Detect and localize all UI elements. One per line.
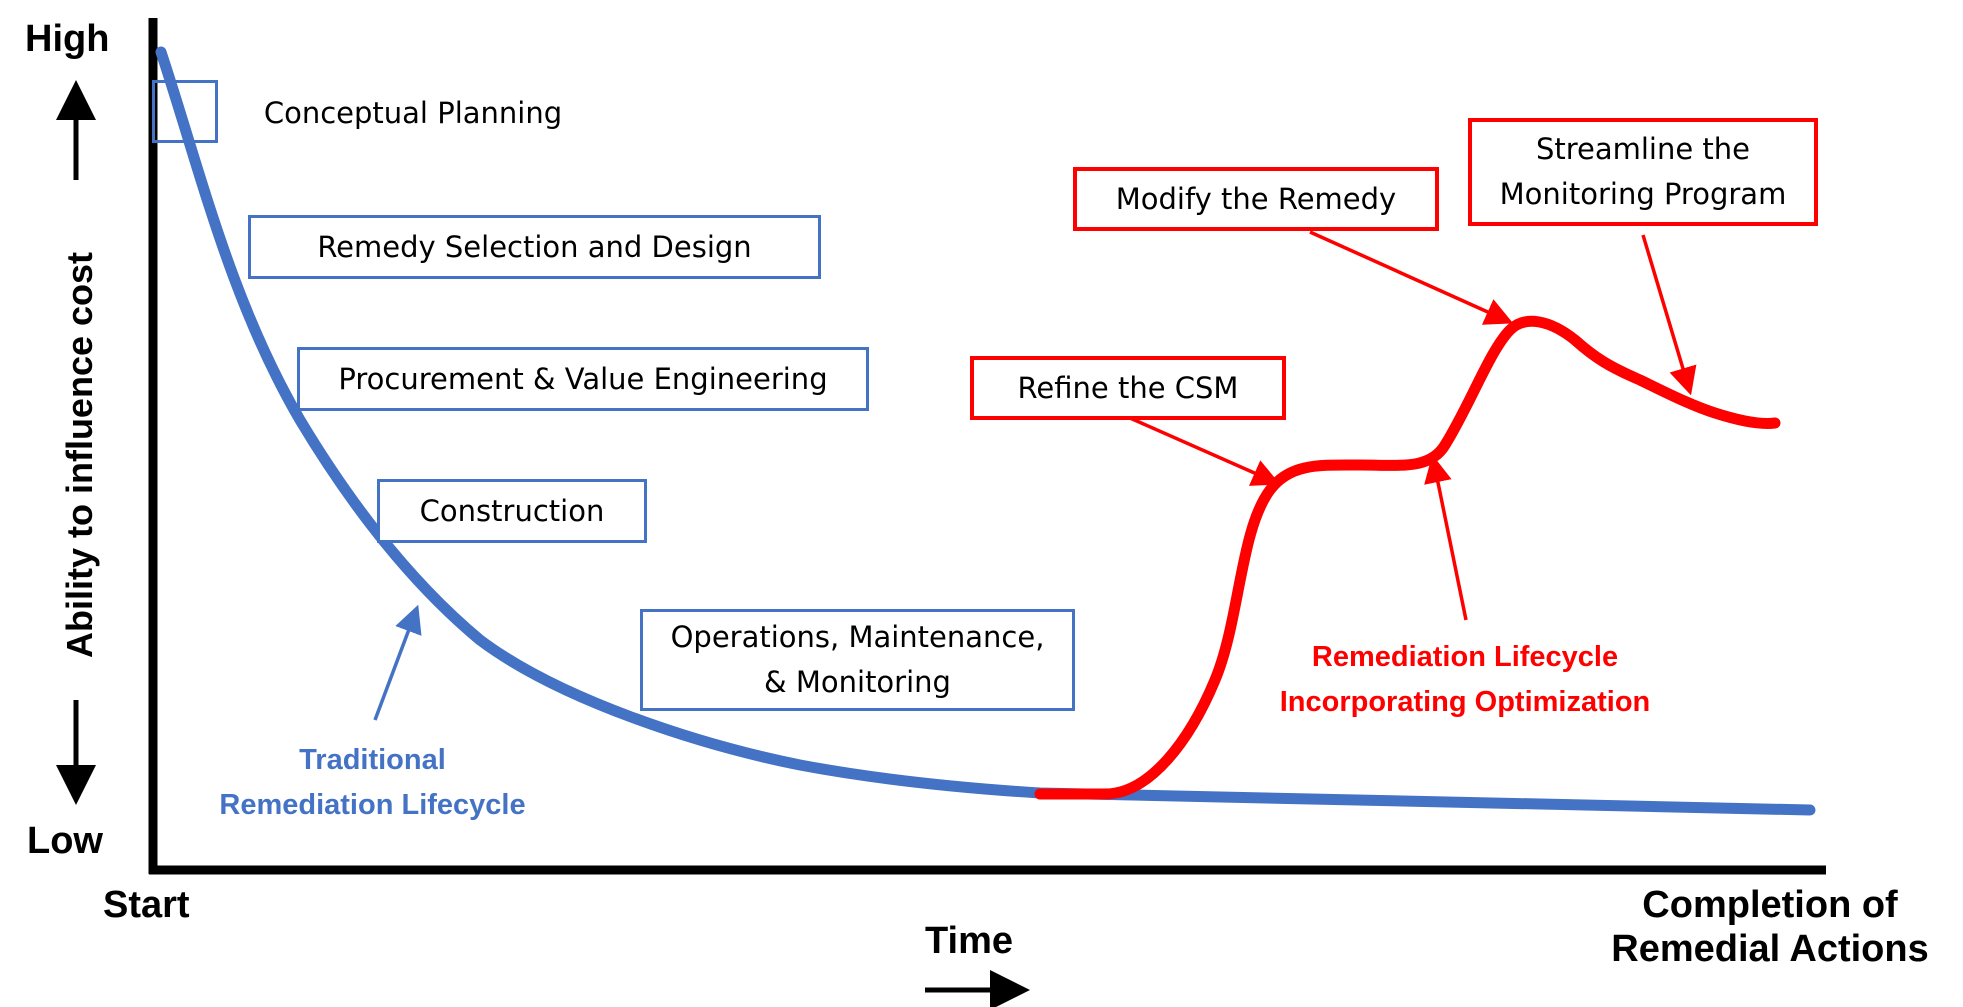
phase-remedy-selection: Remedy Selection and Design [248, 215, 821, 279]
step-refine-csm: Refine the CSM [970, 356, 1286, 420]
refine-csm-arrow [1129, 416, 1281, 486]
traditional-label-line2: Remediation Lifecycle [219, 788, 526, 821]
phase-operations-line2: & Monitoring [764, 665, 951, 699]
conceptual-planning-marker-box [152, 80, 218, 143]
step-streamline-monitoring: Streamline the Monitoring Program [1468, 118, 1818, 226]
traditional-lifecycle-curve [155, 46, 1816, 816]
optimization-label-arrow [1424, 454, 1468, 621]
x-end-label-line1: Completion of [1642, 884, 1898, 926]
y-low-label: Low [27, 820, 103, 862]
optimization-lifecycle-curve [1034, 315, 1781, 800]
traditional-label-arrow [373, 604, 422, 721]
optimization-label-line1: Remediation Lifecycle [1311, 641, 1619, 673]
traditional-lifecycle-label: Traditional Remediation Lifecycle [195, 738, 550, 828]
optimization-label-line2: Incorporating Optimization [1279, 685, 1651, 718]
x-end-label-line2: Remedial Actions [1611, 927, 1929, 970]
step-streamline-line1: Streamline the [1535, 132, 1751, 167]
x-end-label: Completion of Remedial Actions [1590, 884, 1950, 971]
optimization-lifecycle-label: Remediation Lifecycle Incorporating Opti… [1235, 635, 1695, 725]
x-time-label: Time [925, 920, 1014, 962]
traditional-label-line1: Traditional [299, 744, 446, 776]
modify-remedy-arrow [1309, 230, 1514, 325]
x-start-label: Start [103, 884, 190, 926]
phase-operations-line1: Operations, Maintenance, [670, 620, 1045, 655]
step-modify-remedy: Modify the Remedy [1073, 167, 1439, 231]
phase-operations-maintenance-monitoring: Operations, Maintenance, & Monitoring [640, 609, 1075, 711]
phase-conceptual-planning: Conceptual Planning [248, 88, 578, 138]
step-streamline-line2: Monitoring Program [1499, 177, 1787, 211]
y-axis-title: Ability to influence cost [59, 251, 100, 659]
phase-construction: Construction [377, 479, 647, 543]
streamline-arrow [1641, 234, 1697, 396]
y-high-label: High [25, 18, 110, 60]
phase-procurement: Procurement & Value Engineering [297, 347, 869, 411]
